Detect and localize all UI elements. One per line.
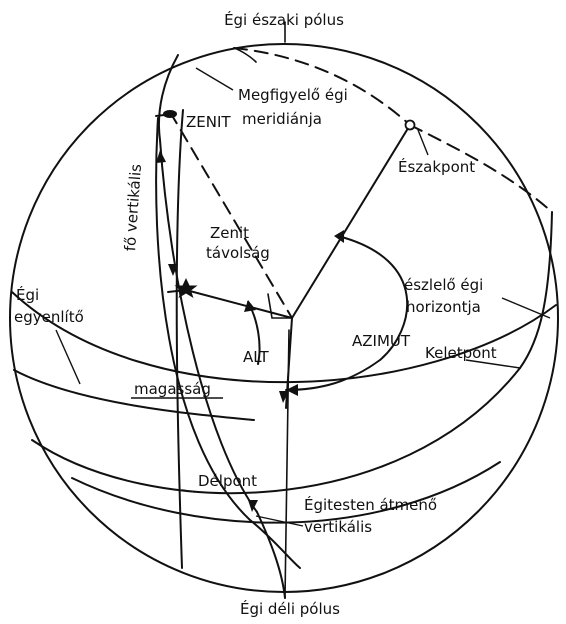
principal-vertical-label: fő vertikális xyxy=(121,163,145,252)
zenith-point-marker xyxy=(163,110,177,118)
star-to-centre-line xyxy=(186,290,292,318)
zenith-label: ZENIT xyxy=(186,113,231,131)
horizon-label-line1: észlelő égi xyxy=(404,276,483,294)
equator-label-line1: Égi xyxy=(16,285,39,304)
north-point-label: Északpont xyxy=(398,157,475,176)
observer-horizon-right xyxy=(520,212,552,368)
centre-to-north-point xyxy=(292,125,410,318)
observer-meridian-lower xyxy=(257,512,285,598)
north-pole-label: Égi északi pólus xyxy=(224,10,344,29)
altitude-abbrev-label: ALT xyxy=(243,348,270,366)
meridian-label-line2: meridiánja xyxy=(242,110,322,128)
east-point-label: Keletpont xyxy=(425,344,497,362)
vertical-through-body-label-line1: Égitesten átmenő xyxy=(304,495,437,514)
north-point-marker xyxy=(406,121,415,130)
vertical-through-body-label-line2: vertikális xyxy=(304,518,372,536)
azimuth-label: AZIMUT xyxy=(352,332,411,350)
azimuth-arc xyxy=(286,236,407,390)
horizon-label-line2: horizontja xyxy=(406,298,481,316)
equator-label-pointer xyxy=(56,330,80,384)
observer-horizon-front xyxy=(32,368,520,493)
south-point-label-pointer xyxy=(182,490,195,492)
principal-vertical-circle xyxy=(177,110,183,568)
meridian-label-pointer xyxy=(196,68,233,90)
south-point-label: Délpont xyxy=(198,472,257,490)
equator-label-line2: egyenlítő xyxy=(14,308,84,326)
altitude-label: magasság xyxy=(134,380,211,398)
north-point-label-pointer xyxy=(418,130,428,155)
zenith-distance-label-line2: távolság xyxy=(206,244,270,262)
south-pole-label: Égi déli pólus xyxy=(240,599,340,618)
meridian-label-line1: Megfigyelő égi xyxy=(238,86,348,104)
zenith-distance-label-line1: Zenit xyxy=(210,224,249,242)
